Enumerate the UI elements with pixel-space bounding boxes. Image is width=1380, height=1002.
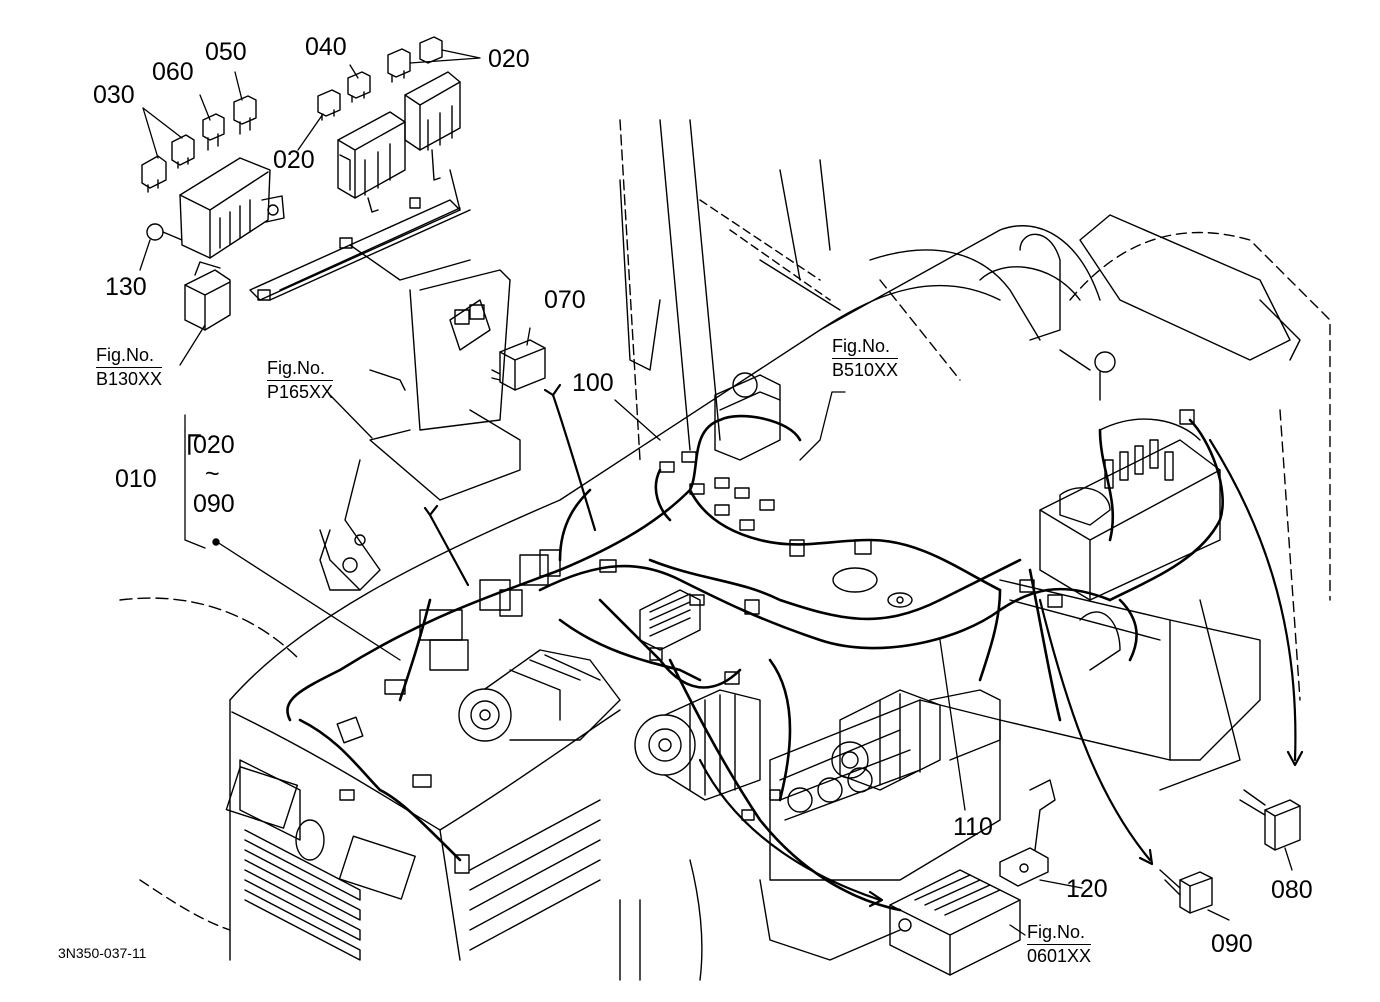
callout-110: 110 bbox=[953, 813, 993, 841]
fig-ref-b130-code: B130XX bbox=[96, 367, 163, 389]
callout-040: 040 bbox=[305, 33, 347, 61]
callout-050: 050 bbox=[205, 38, 247, 66]
harness-components bbox=[336, 339, 1301, 976]
callout-010: 010 bbox=[115, 465, 157, 493]
fig-ref-0601-label: Fig.No. bbox=[1027, 922, 1086, 942]
tractor-body-outline bbox=[119, 119, 1331, 981]
callout-020-middle: 020 bbox=[273, 146, 315, 174]
range-separator: ~ bbox=[205, 460, 220, 488]
relay-mount-bracket bbox=[249, 169, 521, 591]
fig-ref-p165-code: P165XX bbox=[267, 380, 334, 402]
callout-dot bbox=[212, 538, 220, 546]
fig-ref-p165: Fig.No. P165XX bbox=[267, 357, 334, 404]
callout-020-top: 020 bbox=[488, 45, 530, 73]
range-end: 090 bbox=[193, 490, 235, 518]
callout-070: 070 bbox=[544, 286, 586, 314]
callout-080: 080 bbox=[1271, 876, 1313, 904]
fig-ref-b510-label: Fig.No. bbox=[832, 336, 891, 356]
callout-060: 060 bbox=[152, 58, 194, 86]
range-start: 020 bbox=[193, 431, 235, 459]
callout-130: 130 bbox=[105, 273, 147, 301]
range-bracket-top: ┌ bbox=[178, 416, 201, 452]
fig-ref-b510-code: B510XX bbox=[832, 358, 899, 380]
relay-fuse-cluster bbox=[141, 36, 461, 331]
callout-090: 090 bbox=[1211, 930, 1253, 958]
fig-ref-b130: Fig.No. B130XX bbox=[96, 344, 163, 391]
callout-100: 100 bbox=[572, 369, 614, 397]
callout-120: 120 bbox=[1066, 875, 1108, 903]
fig-ref-b130-label: Fig.No. bbox=[96, 345, 155, 365]
fig-ref-0601-code: 0601XX bbox=[1027, 944, 1092, 966]
leader-lines bbox=[139, 49, 1293, 936]
drawing-code: 3N350-037-11 bbox=[58, 945, 147, 961]
callout-030: 030 bbox=[93, 81, 135, 109]
fig-ref-0601: Fig.No. 0601XX bbox=[1027, 921, 1092, 968]
fig-ref-p165-label: Fig.No. bbox=[267, 358, 326, 378]
assembly-arrows bbox=[423, 383, 1304, 908]
fig-ref-b510: Fig.No. B510XX bbox=[832, 335, 899, 382]
